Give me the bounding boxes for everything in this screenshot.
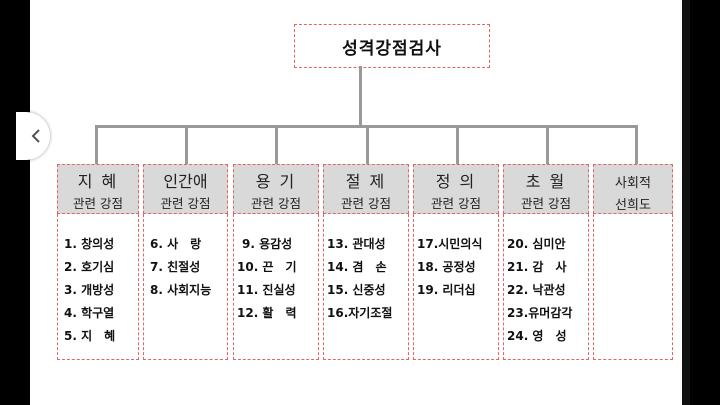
branch-drop-4 <box>366 125 369 164</box>
strength-item: 22. 낙관성 <box>507 283 566 297</box>
category-header: 정 의 관련 강점 <box>413 164 499 214</box>
category-subtitle: 관련 강점 <box>251 196 301 211</box>
strength-item: 5. 지 혜 <box>64 329 116 343</box>
strength-item: 9. 용감성 <box>242 237 293 251</box>
strength-item: 11. 진실성 <box>237 283 296 297</box>
category-subtitle: 관련 강점 <box>521 196 571 211</box>
branch-drop-5 <box>456 125 459 164</box>
strength-item: 1. 창의성 <box>64 237 115 251</box>
category-items: 13. 관대성 14. 겸 손 15. 신중성 16.자기조절 <box>323 214 409 360</box>
category-items: 17.시민의식 18. 공정성 19. 리더십 <box>413 214 499 360</box>
strength-item: 13. 관대성 <box>327 237 386 251</box>
strength-item: 8. 사회지능 <box>150 283 212 297</box>
category-subtitle: 관련 강점 <box>431 196 481 211</box>
branch-drop-2 <box>185 125 188 164</box>
category-header: 용 기 관련 강점 <box>233 164 319 214</box>
strength-item: 17.시민의식 <box>417 237 483 251</box>
chevron-left-icon <box>31 129 40 143</box>
category-items: 20. 심미안 21. 감 사 22. 낙관성 23.유머감각 24. 영 성 <box>503 214 589 360</box>
strength-item: 21. 감 사 <box>507 260 567 274</box>
branch-drop-1 <box>95 125 98 164</box>
category-title: 지 혜 <box>77 172 119 191</box>
branch-drop-7 <box>635 125 638 164</box>
strength-item: 2. 호기심 <box>64 260 115 274</box>
strength-item: 16.자기조절 <box>327 306 393 320</box>
root-connector <box>359 66 362 126</box>
root-node: 성격강점검사 <box>294 24 490 68</box>
slide: 성격강점검사 지 혜 관련 강점 1. 창의성 2. 호기심 3. 개방성 4.… <box>16 0 690 405</box>
strength-item: 18. 공정성 <box>417 260 476 274</box>
category-header: 절 제 관련 강점 <box>323 164 409 214</box>
category-subtitle: 선희도 <box>615 198 651 213</box>
category-items: 6. 사 랑 7. 친절성 8. 사회지능 <box>143 214 228 360</box>
strength-item: 7. 친절성 <box>150 260 201 274</box>
category-items: 1. 창의성 2. 호기심 3. 개방성 4. 학구열 5. 지 혜 <box>57 214 139 360</box>
category-header: 지 혜 관련 강점 <box>57 164 139 214</box>
strength-item: 6. 사 랑 <box>150 237 202 251</box>
category-header: 초 월 관련 강점 <box>503 164 589 214</box>
category-title: 용 기 <box>255 172 297 191</box>
category-header: 인간애 관련 강점 <box>143 164 228 214</box>
strength-item: 24. 영 성 <box>507 329 567 343</box>
strength-item: 3. 개방성 <box>64 283 115 297</box>
category-items <box>593 214 673 360</box>
previous-slide-button[interactable] <box>16 112 50 160</box>
strength-item: 14. 겸 손 <box>327 260 387 274</box>
category-title: 사회적 <box>615 176 651 191</box>
category-title: 절 제 <box>345 172 387 191</box>
strength-item: 15. 신중성 <box>327 283 386 297</box>
category-header: 사회적 선희도 <box>593 164 673 214</box>
strength-item: 12. 활 력 <box>237 306 297 320</box>
category-title: 인간애 <box>163 172 208 191</box>
category-title: 초 월 <box>525 172 567 191</box>
category-subtitle: 관련 강점 <box>341 196 391 211</box>
frame-edge <box>682 0 690 405</box>
category-items: 9. 용감성 10. 끈 기 11. 진실성 12. 활 력 <box>233 214 319 360</box>
strength-item: 10. 끈 기 <box>237 260 297 274</box>
category-title: 정 의 <box>435 172 477 191</box>
category-subtitle: 관련 강점 <box>73 196 123 211</box>
branch-drop-3 <box>275 125 278 164</box>
branch-drop-6 <box>546 125 549 164</box>
strength-item: 20. 심미안 <box>507 237 566 251</box>
strength-item: 23.유머감각 <box>507 306 573 320</box>
strength-item: 4. 학구열 <box>64 306 115 320</box>
category-subtitle: 관련 강점 <box>160 196 211 211</box>
strength-item: 19. 리더십 <box>417 283 476 297</box>
